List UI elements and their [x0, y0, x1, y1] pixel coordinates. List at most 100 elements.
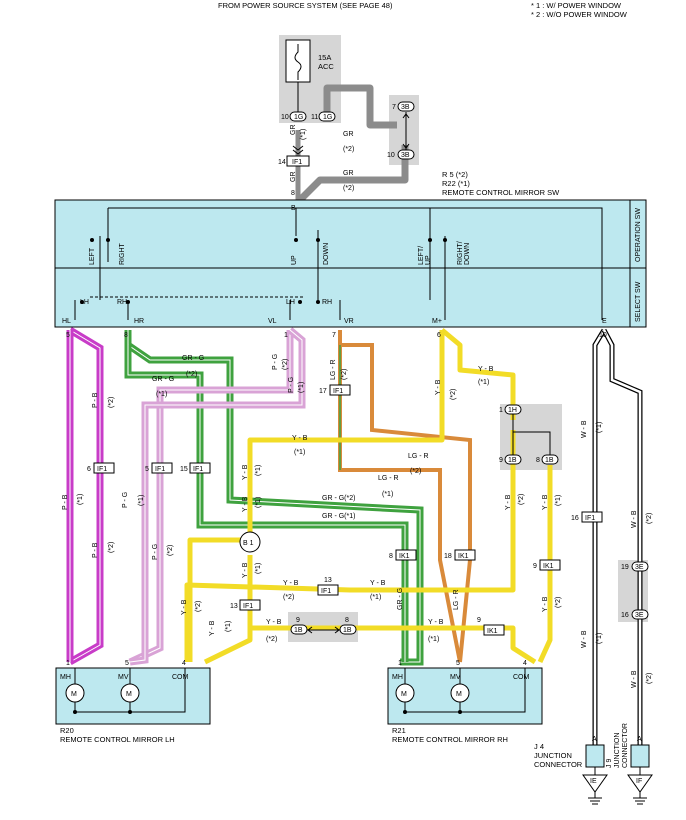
svg-text:(*1): (*1) — [370, 594, 381, 601]
contact-rightdown-1: RIGHT/ — [457, 241, 464, 265]
svg-text:(*2): (*2) — [518, 494, 525, 505]
svg-text:IK1: IK1 — [399, 553, 410, 560]
source-note: FROM POWER SOURCE SYSTEM (SEE PAGE 48) — [218, 1, 393, 10]
term-e: E — [602, 318, 607, 325]
svg-text:19: 19 — [621, 564, 629, 571]
svg-text:8: 8 — [389, 553, 393, 560]
junction-j9-name2: CONNECTOR — [622, 723, 629, 768]
svg-text:Y - B: Y - B — [242, 496, 249, 512]
svg-text:GR - G: GR - G — [397, 588, 404, 610]
legend-1: * 1 : W/ POWER WINDOW — [531, 1, 622, 10]
svg-text:1B: 1B — [545, 457, 554, 464]
junction-j4-name: JUNCTION — [534, 751, 572, 760]
contact-rightdown-2: DOWN — [464, 243, 471, 265]
fuse-name: ACC — [318, 62, 334, 71]
svg-text:IK1: IK1 — [487, 628, 498, 635]
svg-text:4: 4 — [182, 660, 186, 667]
svg-text:IF1: IF1 — [193, 466, 203, 473]
svg-text:9: 9 — [533, 563, 537, 570]
svg-text:Y - B: Y - B — [266, 619, 282, 626]
svg-text:IF1: IF1 — [585, 515, 595, 522]
svg-text:P - G: P - G — [122, 492, 129, 508]
svg-text:M: M — [71, 691, 77, 698]
connector-3b-top — [397, 101, 415, 112]
svg-text:1: 1 — [66, 660, 70, 667]
pin-e: 10 — [599, 332, 607, 339]
svg-text:GR: GR — [290, 172, 297, 183]
contact-up: UP — [291, 255, 298, 265]
junction-j9-code: J 9 — [606, 759, 613, 768]
svg-text:IF1: IF1 — [333, 388, 343, 395]
svg-text:Y - B: Y - B — [428, 619, 444, 626]
svg-text:IE: IE — [590, 778, 597, 785]
svg-text:3B: 3B — [401, 152, 410, 159]
svg-text:IF1: IF1 — [292, 159, 302, 166]
junction-j9-name: JUNCTION — [614, 733, 621, 768]
svg-text:(*1): (*1) — [255, 497, 262, 508]
svg-text:(*2): (*2) — [195, 601, 202, 612]
svg-text:Y - B: Y - B — [242, 562, 249, 578]
svg-text:W - B: W - B — [631, 510, 638, 528]
svg-text:(*2): (*2) — [450, 389, 457, 400]
svg-text:(*2): (*2) — [108, 397, 115, 408]
svg-text:P - B: P - B — [62, 494, 69, 510]
svg-text:IF: IF — [636, 778, 642, 785]
svg-text:(*1): (*1) — [298, 382, 305, 393]
contact-down: DOWN — [323, 243, 330, 265]
operation-sw-label: OPERATION SW — [635, 208, 642, 262]
svg-text:GR - G(*2): GR - G(*2) — [322, 495, 355, 502]
wire-pb — [66, 326, 104, 666]
select-lh: LH — [80, 299, 89, 306]
svg-text:(*2): (*2) — [186, 371, 197, 378]
svg-text:(*1): (*1) — [300, 129, 307, 140]
svg-text:(*2): (*2) — [646, 513, 653, 524]
connector-if1-13b — [239, 599, 261, 611]
svg-text:LG - R: LG - R — [330, 359, 337, 380]
svg-text:3E: 3E — [635, 612, 644, 619]
svg-text:(*1): (*1) — [77, 494, 84, 505]
svg-text:Y - B: Y - B — [435, 379, 442, 395]
svg-text:Y - B: Y - B — [209, 620, 216, 636]
svg-text:10: 10 — [387, 152, 395, 159]
svg-text:6: 6 — [87, 466, 91, 473]
select-lh2: LH — [286, 299, 295, 306]
svg-text:Y - B: Y - B — [542, 494, 549, 510]
contact-leftup-2: UP — [425, 255, 432, 265]
svg-text:(*1): (*1) — [156, 391, 167, 398]
svg-text:11: 11 — [311, 114, 318, 121]
ground-if-icon — [627, 774, 653, 793]
wire-pg — [128, 327, 306, 666]
svg-text:P - G: P - G — [152, 544, 159, 560]
connector-if1-6 — [93, 462, 115, 474]
svg-text:MH: MH — [392, 674, 403, 681]
connector-ik1-9b — [483, 624, 505, 636]
svg-text:(*2): (*2) — [646, 673, 653, 684]
pin-hr: 8 — [124, 332, 128, 339]
svg-text:A: A — [637, 736, 642, 743]
term-vr: VR — [344, 318, 354, 325]
connector-3e-19 — [631, 561, 649, 572]
mirror-lh-code: R20 — [60, 726, 74, 735]
svg-text:(*1): (*1) — [138, 495, 145, 506]
svg-text:18: 18 — [444, 553, 452, 560]
pin-vl: 1 — [284, 332, 288, 339]
svg-text:W - B: W - B — [581, 630, 588, 648]
svg-text:IF1: IF1 — [243, 603, 253, 610]
connector-if1-13a — [317, 584, 339, 596]
svg-text:9: 9 — [477, 617, 481, 624]
svg-text:(*2): (*2) — [282, 359, 289, 370]
svg-text:1B: 1B — [294, 627, 303, 634]
svg-text:P - B: P - B — [92, 542, 99, 558]
svg-text:P - G: P - G — [288, 377, 295, 393]
connector-if1-5 — [151, 462, 173, 474]
svg-text:B 1: B 1 — [243, 540, 254, 547]
svg-text:15: 15 — [180, 466, 188, 473]
svg-text:P - G: P - G — [272, 354, 279, 370]
term-vl: VL — [268, 318, 277, 325]
svg-text:Y - B: Y - B — [370, 580, 386, 587]
connector-b1 — [239, 531, 261, 553]
svg-text:1H: 1H — [508, 407, 517, 414]
svg-text:Y - B: Y - B — [478, 366, 494, 373]
pin-mplus: 6 — [437, 332, 441, 339]
contact-left: LEFT — [89, 247, 96, 265]
